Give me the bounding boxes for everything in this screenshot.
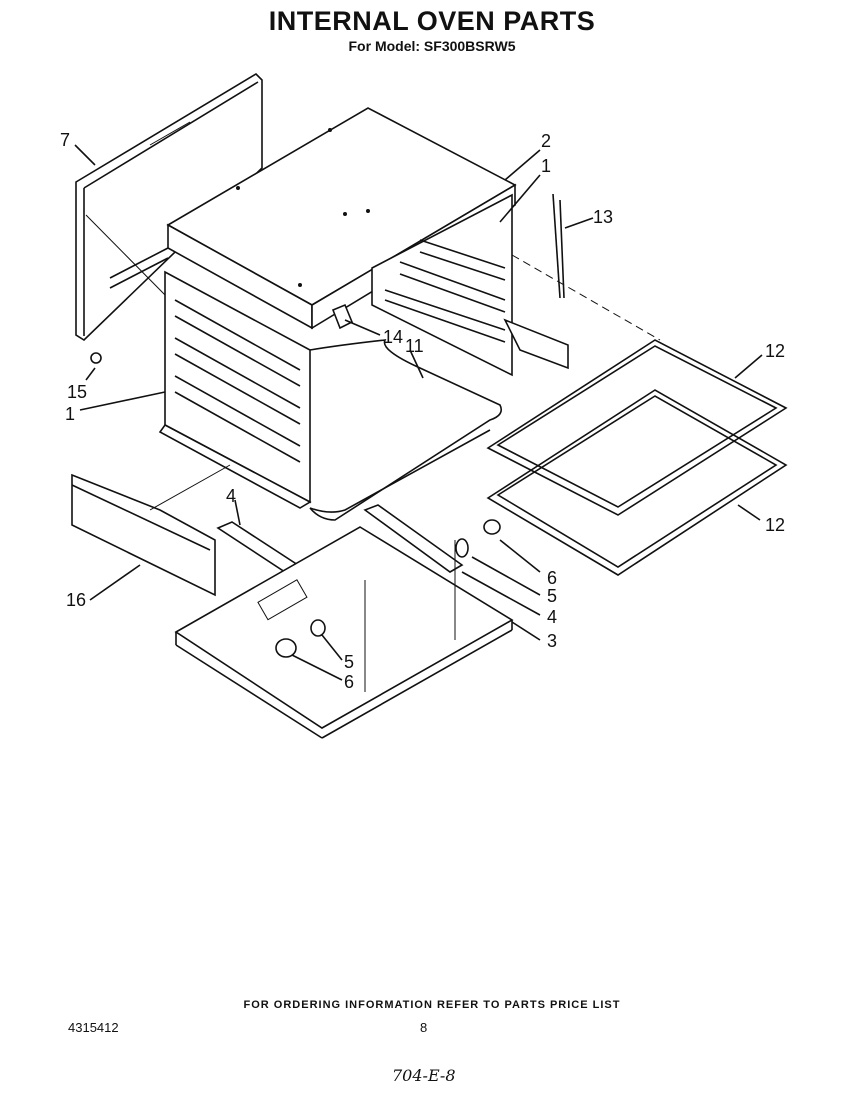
callout-6-left: 6 [344,672,354,692]
part-rear-panel [75,72,263,342]
callout-1-right: 1 [541,156,551,176]
callout-4-left: 4 [226,486,236,506]
part-screw [90,352,102,364]
part-oven-rack-upper [486,339,788,516]
part-knob-right [483,519,501,535]
document-number: 4315412 [68,1020,119,1035]
handwritten-note: 704-E-8 [392,1066,456,1085]
callout-12-lower: 12 [765,515,785,535]
part-element-support-right [363,504,464,573]
part-left-side-liner [109,247,312,509]
part-bezel-left [310,619,326,637]
callout-4-right: 4 [547,607,557,627]
part-vent-trim [511,193,661,341]
part-oven-bottom [309,339,503,521]
callout-7: 7 [60,130,70,150]
callout-12-upper: 12 [765,341,785,361]
callout-13: 13 [593,207,613,227]
callout-16: 16 [66,590,86,610]
callout-6-right: 6 [547,568,557,588]
callout-3: 3 [547,631,557,651]
callout-5-left: 5 [344,652,354,672]
part-bezel-right [455,538,469,558]
callout-11: 11 [405,336,424,356]
page-title: INTERNAL OVEN PARTS [268,6,596,36]
callout-5-right: 5 [547,586,557,606]
exploded-parts-diagram: 7 2 1 13 14 11 15 1 12 12 4 6 5 4 3 16 5… [60,72,788,739]
ordering-note: FOR ORDERING INFORMATION REFER TO PARTS … [243,999,621,1011]
part-front-vent-trim [71,464,231,597]
part-right-side-liner [371,193,569,377]
callout-2: 2 [541,131,551,151]
leader-lines [74,144,763,681]
callout-15: 15 [67,382,87,402]
part-bracket [331,303,354,330]
model-subtitle: For Model: SF300BSRW5 [348,38,516,54]
page-number: 8 [420,1020,428,1035]
part-knob-left [275,638,297,658]
callout-14: 14 [383,327,403,347]
part-oven-rack-lower [486,389,788,576]
callout-1-left: 1 [65,404,75,424]
part-bottom-panel [174,526,514,739]
